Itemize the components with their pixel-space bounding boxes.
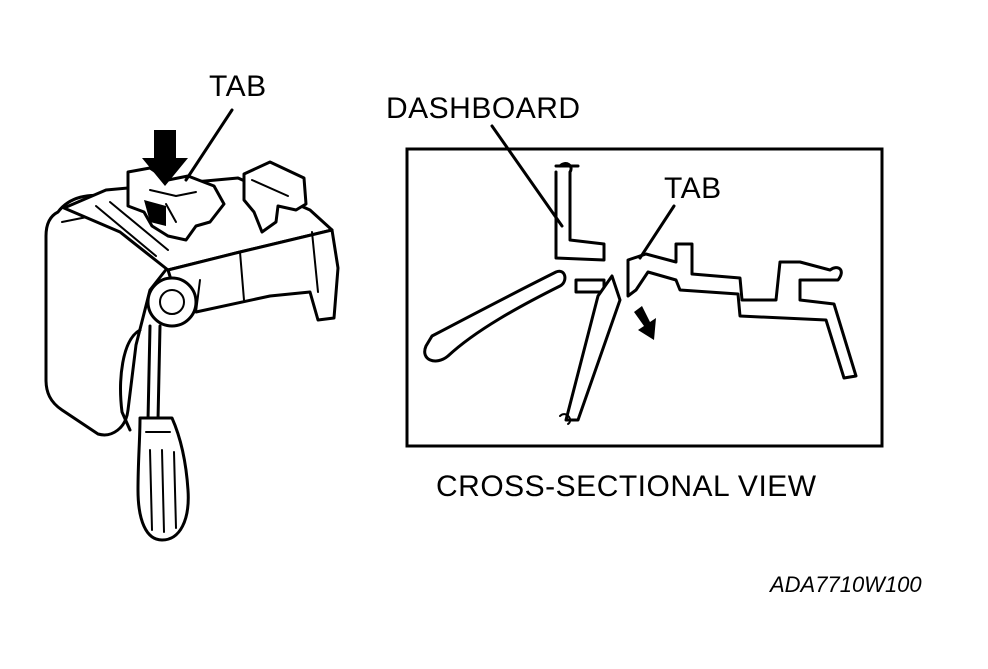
cross-section-caption: CROSS-SECTIONAL VIEW [436, 470, 817, 503]
tab-label-left: TAB [209, 70, 267, 103]
down-arrow-icon [142, 130, 188, 186]
tab-label-right: TAB [664, 172, 722, 205]
figure-code: ADA7710W100 [770, 572, 922, 597]
cross-section-frame [405, 147, 884, 448]
dashboard-label: DASHBOARD [386, 92, 581, 125]
clip-assembly-illustration [44, 108, 340, 542]
cross-section-illustration [423, 124, 858, 425]
down-right-arrow-icon [634, 306, 656, 340]
